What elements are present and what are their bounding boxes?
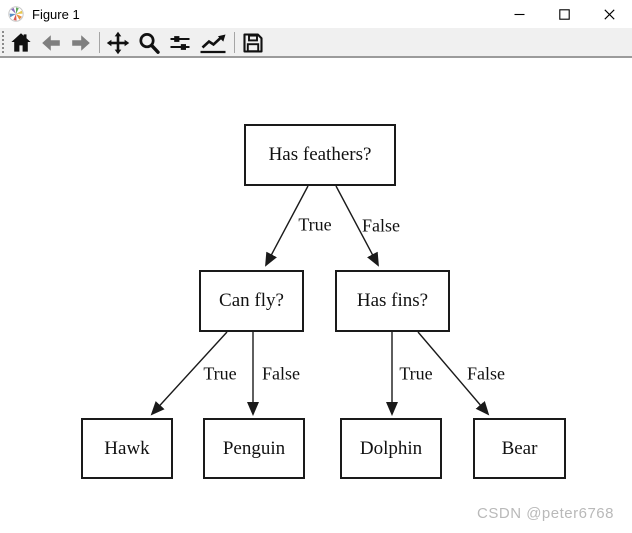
maximize-icon [559, 8, 570, 20]
tree-node-can_fly: Can fly? [199, 270, 304, 332]
matplotlib-toolbar [0, 28, 632, 58]
close-button[interactable] [587, 0, 632, 28]
tree-node-label: Penguin [222, 437, 286, 459]
window-controls [497, 0, 632, 28]
back-arrow-icon [42, 34, 60, 51]
pan-button[interactable] [105, 30, 131, 55]
line-chart-icon [200, 34, 226, 53]
close-icon [604, 8, 615, 20]
edge-label-can_fly: True [298, 214, 332, 235]
tree-node-penguin: Penguin [203, 418, 305, 479]
tree-node-bear: Bear [473, 418, 566, 479]
toolbar-separator [234, 32, 235, 53]
tree-node-label: Has fins? [356, 290, 429, 311]
subplot-sliders-icon [170, 35, 190, 50]
watermark: CSDN @peter6768 [477, 505, 614, 522]
tree-edge-has_feathers-has_fins [335, 185, 379, 267]
titlebar: Figure 1 [0, 0, 632, 28]
home-icon [11, 32, 31, 52]
back-button[interactable] [38, 30, 64, 55]
zoom-button[interactable] [136, 30, 162, 55]
window-title: Figure 1 [32, 6, 80, 22]
tree-node-label: Hawk [104, 437, 150, 459]
minimize-button[interactable] [497, 0, 542, 28]
tree-edge-can_fly-hawk [150, 331, 228, 416]
tree-node-label: Bear [501, 437, 538, 459]
matplotlib-logo-icon [8, 6, 24, 22]
zoom-icon [139, 32, 160, 54]
edge-label-bear: False [467, 363, 505, 384]
toolbar-gripper[interactable] [2, 31, 5, 53]
forward-button[interactable] [68, 30, 94, 55]
forward-arrow-icon [72, 34, 90, 51]
edge-label-dolphin: True [399, 363, 433, 384]
tree-node-has_fins: Has fins? [335, 270, 450, 332]
maximize-button[interactable] [542, 0, 587, 28]
tree-edge-has_feathers-can_fly [265, 185, 309, 267]
edge-label-hawk: True [203, 363, 237, 384]
tree-node-has_feathers: Has feathers? [244, 124, 396, 186]
tree-node-dolphin: Dolphin [340, 418, 442, 479]
edge-label-penguin: False [262, 363, 300, 384]
home-button[interactable] [8, 30, 34, 55]
save-icon [243, 32, 263, 53]
tree-node-label: Has feathers? [268, 144, 372, 165]
toolbar-separator [99, 32, 100, 53]
tree-edge-has_fins-bear [417, 331, 490, 416]
minimize-icon [514, 13, 525, 15]
pan-icon [106, 31, 130, 54]
configure-subplots-button[interactable] [167, 30, 193, 55]
save-button[interactable] [240, 30, 266, 55]
tree-node-hawk: Hawk [81, 418, 173, 479]
edge-label-has_fins: False [362, 215, 400, 236]
edit-plot-button[interactable] [197, 30, 229, 55]
tree-node-label: Can fly? [219, 290, 284, 311]
tree-node-label: Dolphin [359, 437, 423, 459]
